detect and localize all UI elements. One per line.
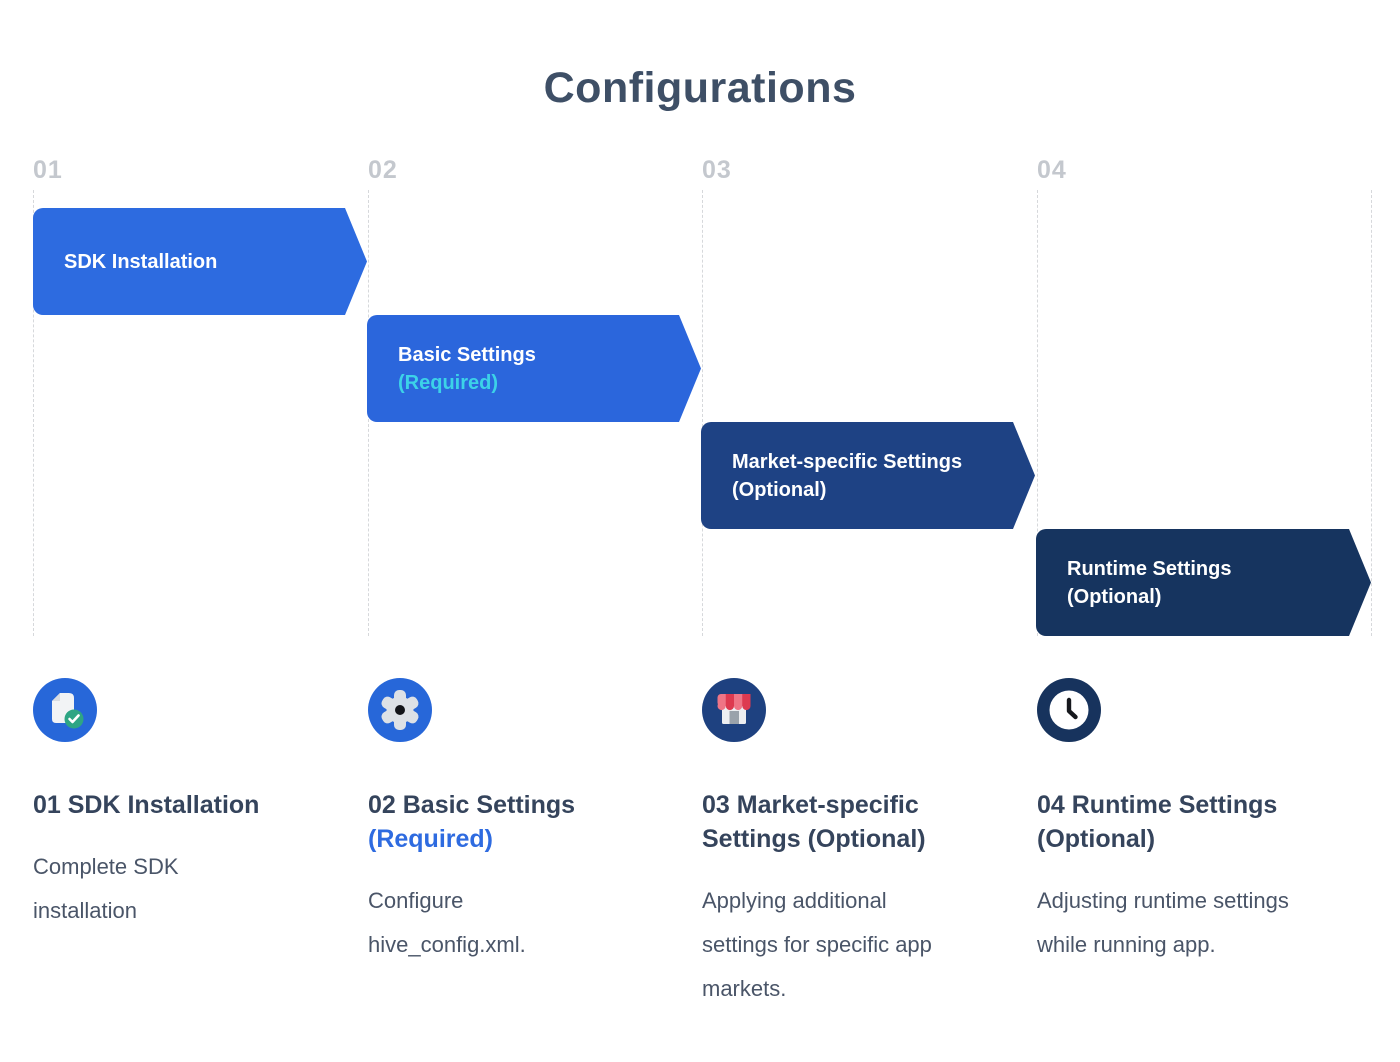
step-arrow-market-specific-settings: Market-specific Settings (Optional): [701, 422, 1035, 529]
arrow-sublabel: (Optional): [1067, 585, 1162, 608]
step-description: Complete SDK installation: [33, 854, 179, 923]
step-detail-market-specific-settings: 03 Market-specific Settings (Optional) A…: [702, 678, 1012, 1011]
arrow-sublabel: (Optional): [732, 478, 827, 501]
step-heading-text: 01 SDK Installation: [33, 791, 260, 819]
clock-icon: [1037, 678, 1101, 742]
step-heading-text: 03 Market-specific Settings (Optional): [702, 791, 926, 853]
gear-glyph: [381, 690, 419, 730]
step-heading: 01 SDK Installation: [33, 788, 295, 822]
gear-icon: [368, 678, 432, 742]
column-guide-line: [702, 190, 703, 636]
arrow-sublabel: (Required): [398, 371, 498, 394]
step-heading-accent: (Required): [368, 825, 493, 853]
document-check-icon: [33, 678, 97, 742]
arrow-label: Market-specific Settings: [732, 450, 963, 473]
arrow-label: SDK Installation: [64, 250, 218, 273]
step-detail-basic-settings: 02 Basic Settings (Required) Configure hi…: [368, 678, 678, 967]
step-description: Applying additional settings for specifi…: [702, 888, 932, 1001]
column-guide-line: [1371, 190, 1372, 636]
column-guide-line: [33, 190, 34, 636]
step-description: Adjusting runtime settings while running…: [1037, 888, 1289, 957]
clock-glyph: [1049, 690, 1089, 730]
step-heading-text: 04 Runtime Settings (Optional): [1037, 791, 1278, 853]
storefront-icon: [702, 678, 766, 742]
step-number-02: 02: [368, 156, 398, 184]
step-heading: 04 Runtime Settings (Optional): [1037, 788, 1299, 856]
step-arrow-sdk-installation: SDK Installation: [33, 208, 367, 315]
step-detail-sdk-installation: 01 SDK Installation Complete SDK install…: [33, 678, 343, 933]
arrow-label: Basic Settings: [398, 343, 536, 366]
step-heading: 03 Market-specific Settings (Optional): [702, 788, 964, 856]
step-heading-text: 02 Basic Settings: [368, 791, 576, 819]
storefront-glyph: [717, 694, 751, 724]
step-description: Configure hive_config.xml.: [368, 888, 526, 957]
step-number-01: 01: [33, 156, 63, 184]
step-number-03: 03: [702, 156, 732, 184]
document-check-glyph: [52, 693, 84, 729]
step-number-04: 04: [1037, 156, 1067, 184]
page-title: Configurations: [543, 64, 857, 112]
step-arrow-runtime-settings: Runtime Settings (Optional): [1036, 529, 1371, 636]
step-heading: 02 Basic Settings (Required): [368, 788, 630, 856]
step-detail-runtime-settings: 04 Runtime Settings (Optional) Adjusting…: [1037, 678, 1347, 967]
step-arrow-basic-settings: Basic Settings (Required): [367, 315, 701, 422]
column-guide-line: [1037, 190, 1038, 636]
arrow-label: Runtime Settings: [1067, 557, 1232, 580]
